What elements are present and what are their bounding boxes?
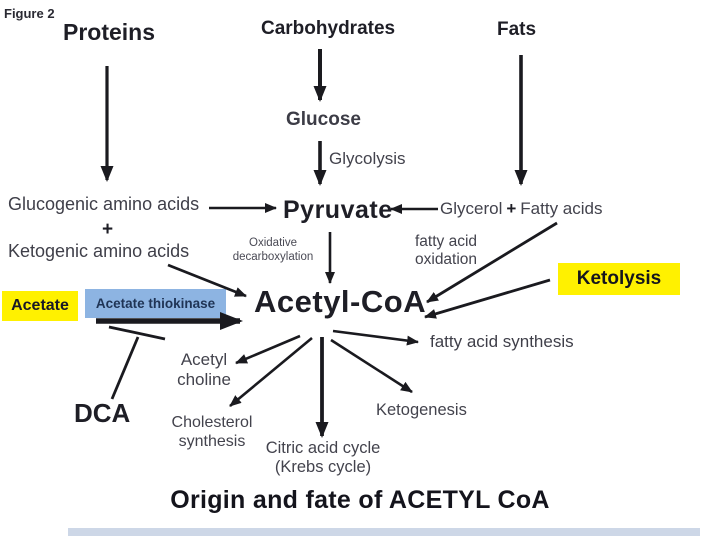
node-glucogenic-amino-acids: Glucogenic amino acids (8, 194, 200, 214)
node-glycerol-fatty-acids: Glycerol+Fatty acids (440, 199, 603, 219)
node-dca: DCA (74, 398, 131, 428)
node-fatty-acid-synthesis: fatty acid synthesis (430, 332, 574, 351)
diagram-title: Origin and fate of ACETYL CoA (170, 486, 550, 514)
dca-inhibition-line (110, 336, 140, 400)
figure-number-label: Figure 2 (4, 6, 55, 21)
node-fats: Fats (497, 19, 537, 40)
highlight-acetate-thiokinase: Acetate thiokinase (85, 289, 226, 318)
node-glucose: Glucose (286, 109, 361, 130)
node-acetyl-choline: Acetyl choline (177, 350, 231, 390)
node-pyruvate: Pyruvate (283, 196, 393, 224)
bottom-divider-bar (68, 528, 700, 536)
dca-inhibition-crossbar (108, 325, 166, 341)
highlight-ketolysis: Ketolysis (558, 263, 680, 295)
plus-sign-left: + (102, 219, 114, 240)
plus-sign-right: + (506, 199, 517, 218)
node-ketogenesis: Ketogenesis (376, 401, 467, 419)
node-proteins: Proteins (63, 19, 156, 45)
arrow-ketolysis-to-acetyl-coa (424, 278, 551, 319)
label-oxidative-decarboxylation: Oxidative decarboxylation (232, 237, 314, 263)
node-fatty-acids: Fatty acids (520, 199, 603, 218)
arrow-acetyl-coa-to-acetyl-choline (235, 334, 301, 365)
arrow-acetyl-coa-to-fatty-acid-synthesis (332, 329, 419, 346)
highlight-acetate: Acetate (2, 291, 78, 321)
label-fatty-acid-oxidation: fatty acid oxidation (415, 233, 478, 269)
label-glycolysis: Glycolysis (329, 149, 406, 168)
arrow-acetyl-coa-to-cholesterol-synthesis (229, 336, 313, 408)
node-acetyl-coa: Acetyl-CoA (254, 284, 427, 319)
arrow-acetyl-coa-to-ketogenesis (330, 338, 413, 394)
node-ketogenic-amino-acids: Ketogenic amino acids (8, 241, 190, 261)
node-cholesterol-synthesis: Cholesterol synthesis (171, 414, 253, 450)
node-carbohydrates: Carbohydrates (261, 18, 396, 39)
node-citric-acid-cycle: Citric acid cycle (Krebs cycle) (265, 439, 381, 477)
node-glycerol: Glycerol (440, 199, 503, 218)
